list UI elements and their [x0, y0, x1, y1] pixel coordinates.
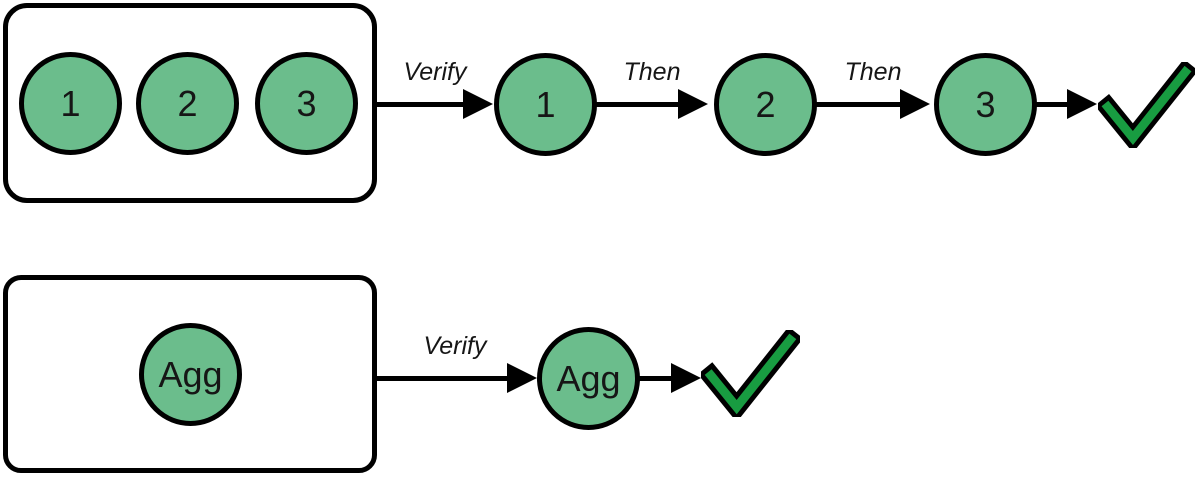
- bottom-checkmark-icon: [701, 330, 800, 417]
- bottom-box-node-agg: Agg: [139, 323, 242, 426]
- arrow-line: [816, 101, 901, 107]
- top-box-node-1: 1: [19, 52, 122, 155]
- top-flow-node-1: 1: [494, 53, 597, 156]
- arrow-line: [377, 375, 508, 381]
- arrow-head-icon: [507, 363, 537, 393]
- arrow-head-icon: [1067, 89, 1097, 119]
- arrow-line: [377, 101, 464, 107]
- arrow-line: [639, 375, 672, 381]
- top-flow-node-2: 2: [714, 53, 817, 156]
- top-then-arrow-2: [816, 89, 930, 119]
- arrow-line: [1036, 101, 1068, 107]
- bottom-verify-arrow: [377, 363, 537, 393]
- top-box-node-3-label: 3: [296, 82, 317, 124]
- top-flow-node-2-label: 2: [755, 83, 776, 125]
- top-then-arrow-1: [596, 89, 708, 119]
- top-flow-node-1-label: 1: [535, 83, 556, 125]
- bottom-flow-node-agg: Agg: [537, 327, 640, 430]
- arrow-head-icon: [671, 363, 701, 393]
- top-checkmark-icon: [1098, 62, 1195, 148]
- top-flow-node-3: 3: [934, 53, 1037, 156]
- top-then-label-1: Then: [623, 58, 681, 86]
- arrow-head-icon: [463, 89, 493, 119]
- top-box-node-2-label: 2: [177, 82, 198, 124]
- top-verify-arrow: [377, 89, 493, 119]
- top-box-node-2: 2: [136, 52, 239, 155]
- bottom-result-arrow: [639, 363, 701, 393]
- arrow-head-icon: [678, 89, 708, 119]
- bottom-verify-label: Verify: [423, 332, 487, 360]
- top-box-node-3: 3: [255, 52, 358, 155]
- top-result-arrow: [1036, 89, 1097, 119]
- arrow-line: [596, 101, 679, 107]
- top-verify-label: Verify: [403, 58, 467, 86]
- top-then-label-2: Then: [844, 58, 902, 86]
- bottom-box-node-agg-label: Agg: [158, 353, 223, 395]
- top-box-node-1-label: 1: [60, 82, 81, 124]
- arrow-head-icon: [900, 89, 930, 119]
- bottom-flow-node-agg-label: Agg: [556, 357, 621, 399]
- top-flow-node-3-label: 3: [975, 83, 996, 125]
